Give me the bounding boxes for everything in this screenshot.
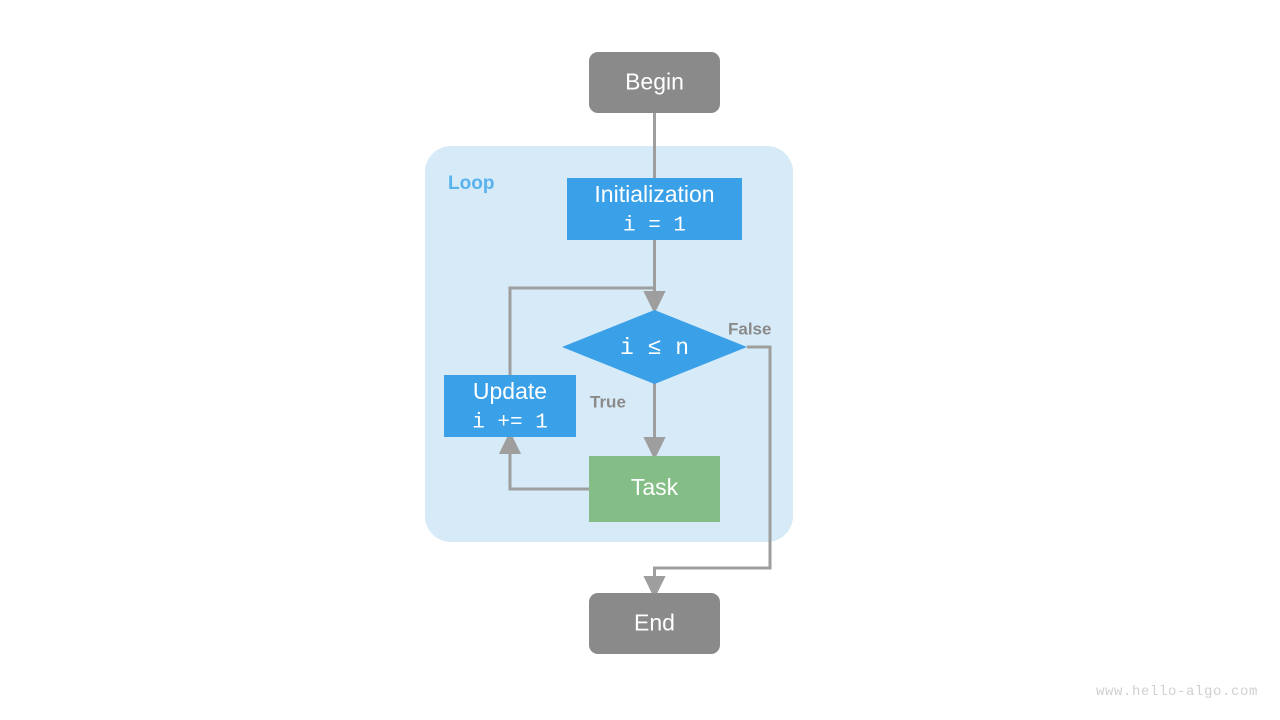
node-update[interactable]: Update i += 1 — [444, 375, 576, 437]
node-condition-code: i ≤ n — [620, 335, 689, 361]
node-update-shape — [444, 375, 576, 437]
node-task[interactable]: Task — [589, 456, 720, 522]
watermark-text: www.hello-algo.com — [1095, 684, 1258, 700]
node-condition[interactable]: i ≤ n — [562, 310, 747, 384]
node-end-shape — [589, 593, 720, 654]
edge-update-to-condition — [508, 286, 655, 375]
node-task-shape — [589, 456, 720, 522]
node-begin-label: Begin — [625, 69, 684, 95]
node-initialization-code: i = 1 — [623, 215, 686, 238]
node-begin-shape — [589, 52, 720, 113]
node-initialization-label: Initialization — [594, 181, 714, 207]
edge-condition-false-to-end — [643, 345, 772, 599]
node-begin[interactable]: Begin — [589, 52, 720, 113]
edge-label-true: True — [590, 392, 626, 411]
node-end[interactable]: End — [589, 593, 720, 654]
node-update-code: i += 1 — [472, 412, 548, 435]
node-initialization[interactable]: Initialization i = 1 — [567, 178, 742, 240]
node-task-label: Task — [631, 474, 679, 500]
node-end-label: End — [634, 610, 675, 636]
node-update-label: Update — [473, 378, 547, 404]
node-condition-shape — [562, 310, 747, 384]
node-initialization-shape — [567, 178, 742, 240]
edge-task-to-update — [498, 431, 589, 491]
edge-label-false: False — [728, 319, 771, 338]
loop-group-label: Loop — [448, 173, 494, 194]
